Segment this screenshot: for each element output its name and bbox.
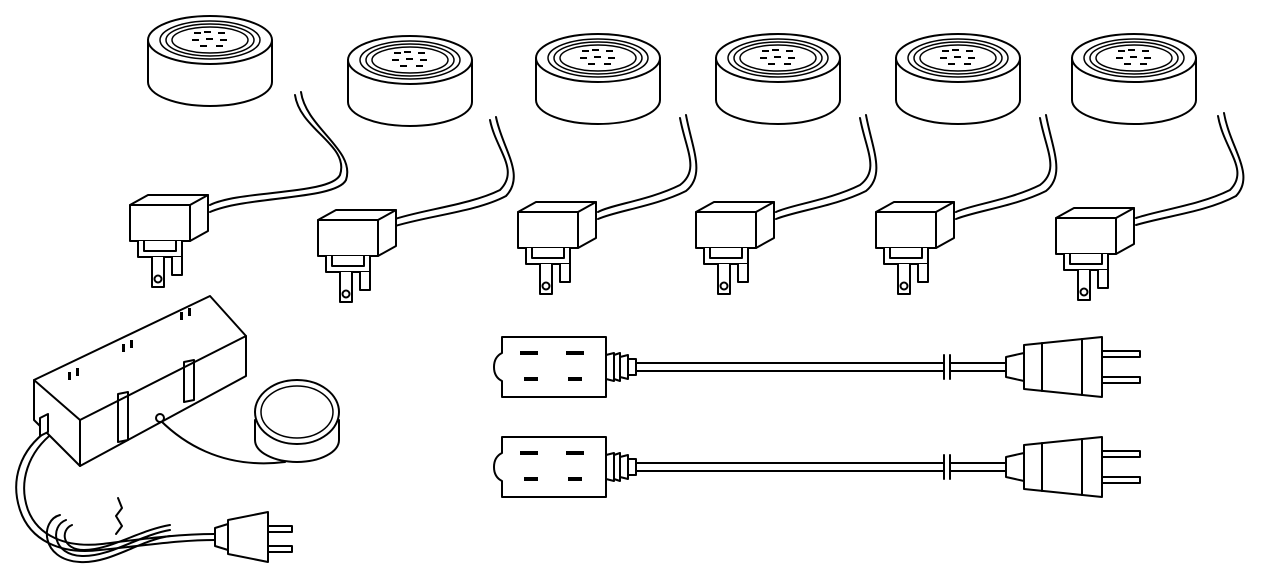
power-box bbox=[15, 295, 340, 564]
puck-light-1 bbox=[147, 15, 273, 107]
puck-light-2 bbox=[347, 35, 473, 127]
plug-2 bbox=[317, 209, 397, 303]
plug-1 bbox=[129, 194, 209, 288]
plug-5 bbox=[875, 201, 955, 295]
plug-6 bbox=[1055, 207, 1135, 301]
extension-cord-1 bbox=[493, 336, 1141, 398]
extension-cord-2 bbox=[493, 436, 1141, 498]
puck-light-4 bbox=[715, 33, 841, 125]
plug-3 bbox=[517, 201, 597, 295]
plug-4 bbox=[695, 201, 775, 295]
puck-light-3 bbox=[535, 33, 661, 125]
puck-light-6 bbox=[1071, 33, 1197, 125]
puck-wires bbox=[209, 91, 1245, 228]
puck-light-5 bbox=[895, 33, 1021, 125]
